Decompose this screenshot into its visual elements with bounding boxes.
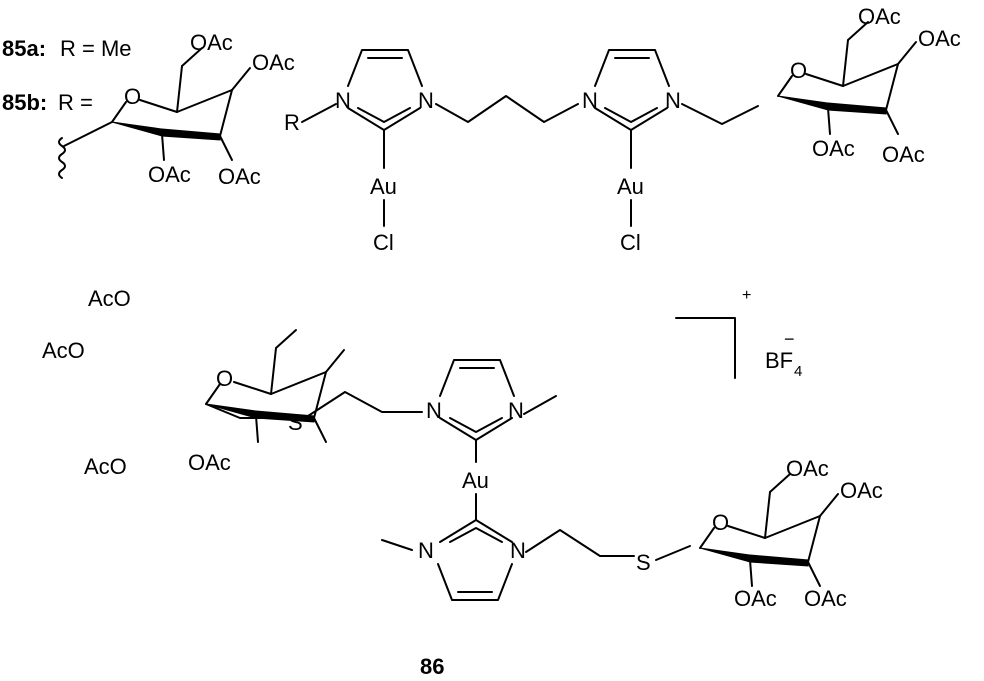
ring-oxygen: O [216,366,233,391]
gold-label: Au [617,174,644,199]
compound-85b-r-definition: R = [58,90,93,115]
ring-oxygen: O [124,84,141,109]
oac-label: OAc [804,586,847,611]
oac-label: OAc [858,4,901,29]
bf4-subscript: 4 [794,363,802,380]
aco-label: AcO [88,286,131,311]
gold-label: Au [462,468,489,493]
nitrogen-label: N [335,88,351,113]
oac-label: OAc [190,30,233,55]
oac-label: OAc [252,50,295,75]
ring-oxygen: O [790,58,807,83]
nitrogen-label: N [426,398,442,423]
gold-label: Au [370,174,397,199]
oac-label: OAc [812,136,855,161]
oac-label: OAc [882,142,925,167]
oac-label: OAc [148,162,191,187]
nitrogen-label: N [418,88,434,113]
compound-86-label: 86 [420,654,444,679]
oac-label: OAc [786,456,829,481]
sugar-85b-substituent: O OAc OAc OAc OAc [58,30,295,189]
r-group-label: R [284,110,300,135]
ring-oxygen: O [712,510,729,535]
nitrogen-label: N [582,88,598,113]
oac-label: OAc [218,164,261,189]
nitrogen-label: N [665,88,681,113]
nitrogen-label: N [510,538,526,563]
charge-minus: − [784,329,795,349]
oac-label: OAc [840,478,883,503]
chlorine-label: Cl [620,230,641,255]
charge-plus: + [742,287,751,304]
compound-85-structure: R N N Au Cl N N Au Cl O OAc OAc OAc OAc [284,4,961,255]
counterion: + BF 4 − [675,287,802,380]
wavy-bond-icon [58,137,66,179]
compound-85a-label: 85a: [2,36,46,61]
aco-label: AcO [42,338,85,363]
sulfur-label: S [288,410,303,435]
oac-label: OAc [188,450,231,475]
compound-85a-r-definition: R = Me [60,36,132,61]
aco-label: AcO [84,454,127,479]
compound-86-structure: O AcO AcO AcO OAc S N N Au N N S O OAc O… [42,286,883,611]
oac-label: OAc [734,586,777,611]
oac-label: OAc [918,26,961,51]
chlorine-label: Cl [373,230,394,255]
nitrogen-label: N [418,538,434,563]
nitrogen-label: N [508,398,524,423]
compound-85b-label: 85b: [2,90,47,115]
sulfur-label: S [636,550,651,575]
bf4-label: BF [765,348,793,373]
